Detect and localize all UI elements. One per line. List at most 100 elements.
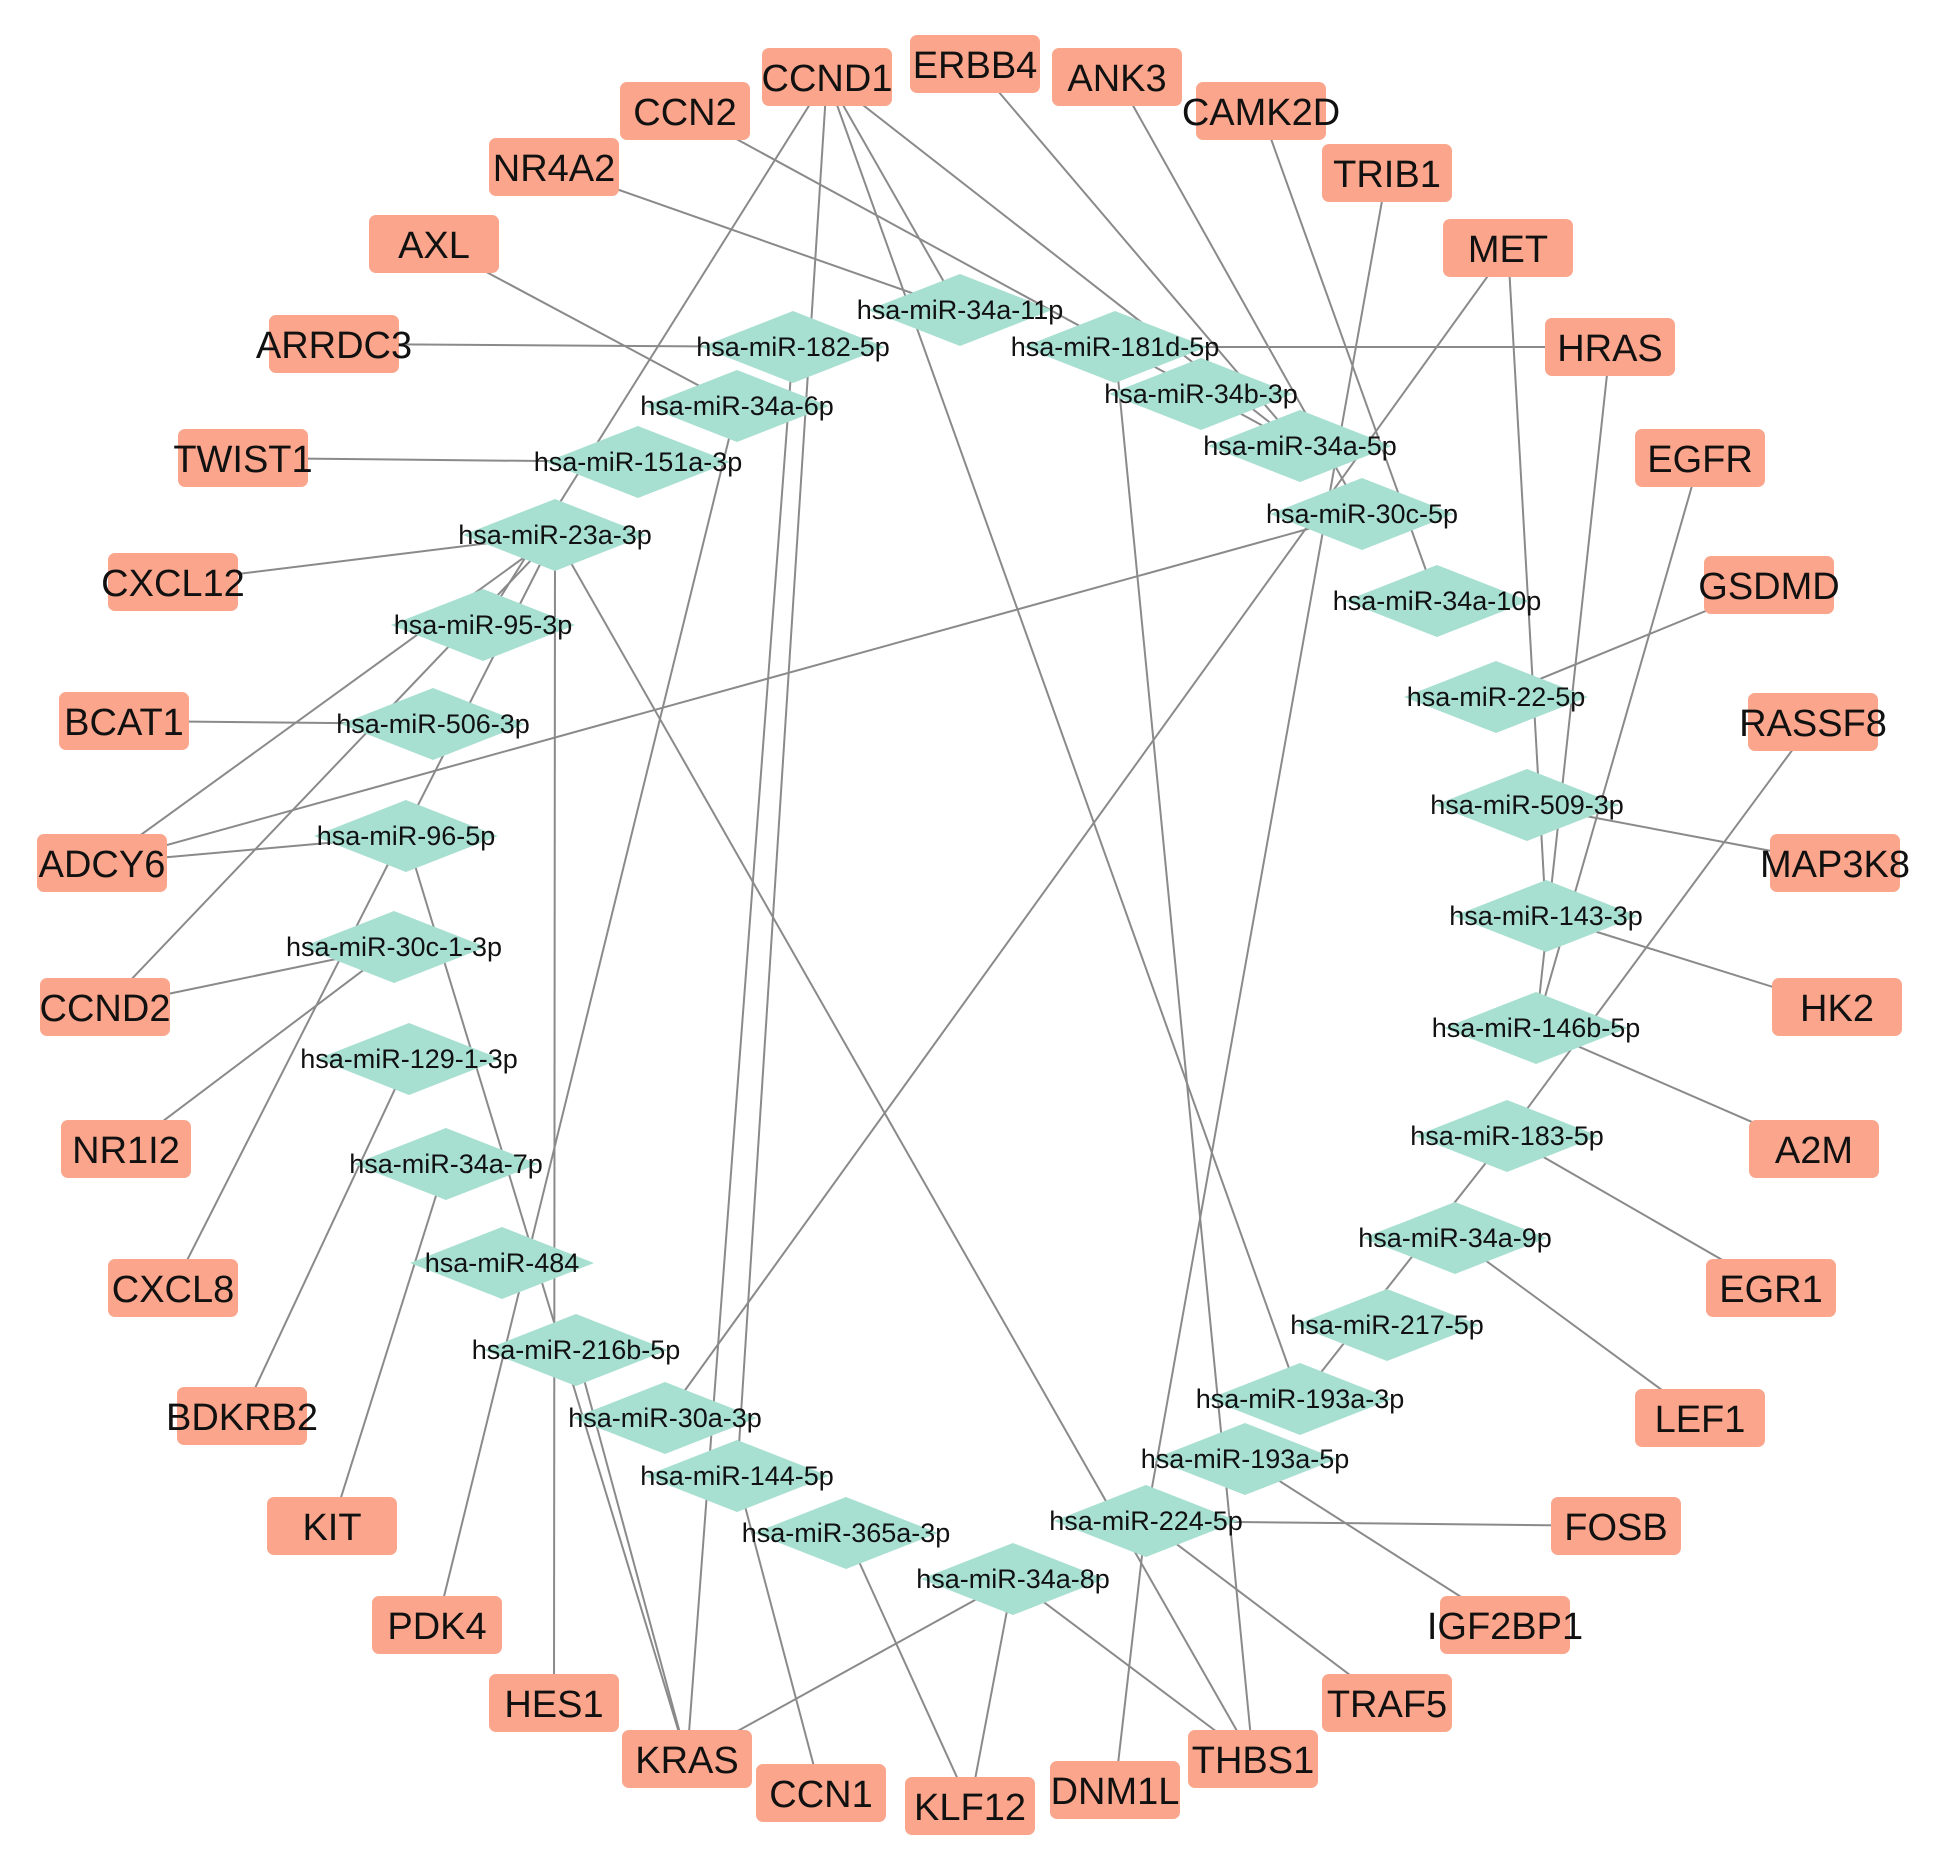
gene-box-shape xyxy=(269,315,399,373)
gene-node[interactable]: MET xyxy=(1443,219,1573,277)
gene-node[interactable]: KLF12 xyxy=(905,1777,1035,1835)
mirna-node[interactable]: hsa-miR-22-5p xyxy=(1404,661,1588,733)
gene-node[interactable]: KRAS xyxy=(622,1730,752,1788)
mirna-node[interactable]: hsa-miR-183-5p xyxy=(1410,1100,1604,1172)
gene-label: LEF1 xyxy=(1655,1399,1746,1441)
mirna-node[interactable]: hsa-miR-96-5p xyxy=(314,800,498,872)
gene-node[interactable]: THBS1 xyxy=(1188,1730,1318,1788)
gene-node[interactable]: HK2 xyxy=(1772,978,1902,1036)
gene-node[interactable]: EGFR xyxy=(1635,429,1765,487)
gene-node[interactable]: ARRDC3 xyxy=(256,315,412,373)
gene-node[interactable]: HES1 xyxy=(489,1674,619,1732)
gene-label: CAMK2D xyxy=(1182,92,1340,134)
mirna-label: hsa-miR-30a-3p xyxy=(568,1403,762,1433)
gene-node[interactable]: CCN1 xyxy=(756,1764,886,1822)
gene-node[interactable]: BCAT1 xyxy=(59,692,189,750)
gene-node[interactable]: PDK4 xyxy=(372,1596,502,1654)
mirna-node[interactable]: hsa-miR-217-5p xyxy=(1290,1289,1484,1361)
gene-node[interactable]: IGF2BP1 xyxy=(1427,1596,1583,1654)
mirna-node[interactable]: hsa-miR-509-3p xyxy=(1430,769,1624,841)
gene-node[interactable]: ERBB4 xyxy=(910,35,1040,93)
mirna-node[interactable]: hsa-miR-30c-1-3p xyxy=(286,911,502,983)
mirna-node[interactable]: hsa-miR-23a-3p xyxy=(458,499,652,571)
gene-label: DNM1L xyxy=(1051,1771,1180,1813)
mirna-node[interactable]: hsa-miR-34a-6p xyxy=(640,370,834,442)
mirna-label: hsa-miR-95-3p xyxy=(394,610,573,640)
gene-node[interactable]: CCN2 xyxy=(620,82,750,140)
gene-node[interactable]: TWIST1 xyxy=(173,429,313,487)
mirna-node[interactable]: hsa-miR-484 xyxy=(410,1227,594,1299)
gene-node[interactable]: MAP3K8 xyxy=(1760,834,1910,892)
mirna-node[interactable]: hsa-miR-30a-3p xyxy=(568,1382,762,1454)
mirna-node[interactable]: hsa-miR-193a-5p xyxy=(1141,1423,1350,1495)
mirna-node[interactable]: hsa-miR-34a-5p xyxy=(1203,410,1397,482)
mirna-label: hsa-miR-144-5p xyxy=(640,1461,834,1491)
gene-box-shape xyxy=(369,215,499,273)
mirna-node[interactable]: hsa-miR-151a-3p xyxy=(534,426,743,498)
gene-node[interactable]: CAMK2D xyxy=(1182,82,1340,140)
mirna-node[interactable]: hsa-miR-144-5p xyxy=(640,1440,834,1512)
gene-node[interactable]: EGR1 xyxy=(1706,1259,1836,1317)
gene-node[interactable]: HRAS xyxy=(1545,318,1675,376)
mirna-node[interactable]: hsa-miR-34a-7p xyxy=(349,1128,543,1200)
diamond-shape xyxy=(302,911,486,983)
gene-node[interactable]: A2M xyxy=(1749,1120,1879,1178)
gene-node[interactable]: GSDMD xyxy=(1698,556,1840,614)
gene-node[interactable]: TRAF5 xyxy=(1322,1674,1452,1732)
mirna-node[interactable]: hsa-miR-30c-5p xyxy=(1266,478,1458,550)
gene-node[interactable]: CCND2 xyxy=(40,978,171,1036)
gene-node[interactable]: FOSB xyxy=(1551,1497,1681,1555)
gene-node[interactable]: TRIB1 xyxy=(1322,144,1452,202)
mirna-node[interactable]: hsa-miR-34b-3p xyxy=(1104,358,1298,430)
mirna-label: hsa-miR-193a-3p xyxy=(1196,1384,1405,1414)
gene-node[interactable]: NR4A2 xyxy=(489,138,619,196)
gene-node[interactable]: LEF1 xyxy=(1635,1389,1765,1447)
gene-box-shape xyxy=(177,1387,307,1445)
mirna-node[interactable]: hsa-miR-143-3p xyxy=(1449,880,1643,952)
mirna-node[interactable]: hsa-miR-95-3p xyxy=(391,589,575,661)
mirna-node[interactable]: hsa-miR-506-3p xyxy=(336,688,530,760)
mirna-node[interactable]: hsa-miR-365a-3p xyxy=(742,1497,951,1569)
edge-ADCY6-m30c5p xyxy=(101,513,1363,864)
edge-TRAF5-m224 xyxy=(1145,1520,1388,1704)
gene-node[interactable]: BDKRB2 xyxy=(166,1387,318,1445)
mirna-node[interactable]: hsa-miR-193a-3p xyxy=(1196,1363,1405,1435)
mirna-node[interactable]: hsa-miR-34a-9p xyxy=(1358,1202,1552,1274)
gene-node[interactable]: DNM1L xyxy=(1050,1761,1180,1819)
gene-box-shape xyxy=(372,1596,502,1654)
mirna-node[interactable]: hsa-miR-216b-5p xyxy=(472,1314,681,1386)
mirna-node[interactable]: hsa-miR-129-1-3p xyxy=(300,1023,518,1095)
mirna-node[interactable]: hsa-miR-146b-5p xyxy=(1432,992,1641,1064)
mirna-node[interactable]: hsa-miR-181d-5p xyxy=(1011,311,1220,383)
mirna-node[interactable]: hsa-miR-34a-11p xyxy=(857,274,1064,346)
gene-label: GSDMD xyxy=(1698,566,1839,608)
edge-TRIB1-m224 xyxy=(1145,172,1388,1522)
diamond-shape xyxy=(1023,311,1207,383)
mirna-label: hsa-miR-484 xyxy=(425,1248,580,1278)
mirna-label: hsa-miR-34a-11p xyxy=(857,295,1064,325)
gene-node[interactable]: ANK3 xyxy=(1052,48,1182,106)
gene-node[interactable]: CXCL12 xyxy=(101,553,245,611)
gene-box-shape xyxy=(1322,144,1452,202)
edge-KIT-m34a7p xyxy=(331,1163,447,1527)
gene-node[interactable]: NR1I2 xyxy=(61,1120,191,1178)
gene-box-shape xyxy=(910,35,1040,93)
edge-PDK4-m34a6p xyxy=(436,405,738,1626)
mirna-node[interactable]: hsa-miR-34a-8p xyxy=(916,1543,1110,1615)
gene-box-shape xyxy=(59,692,189,750)
diamond-shape xyxy=(354,1128,538,1200)
gene-label: TRIB1 xyxy=(1333,154,1441,196)
gene-node[interactable]: KIT xyxy=(267,1497,397,1555)
gene-node[interactable]: RASSF8 xyxy=(1739,693,1887,751)
gene-node[interactable]: CXCL8 xyxy=(108,1259,238,1317)
gene-node[interactable]: CCND1 xyxy=(762,48,893,106)
mirna-node[interactable]: hsa-miR-34a-10p xyxy=(1333,565,1542,637)
mirna-node[interactable]: hsa-miR-182-5p xyxy=(696,311,890,383)
mirna-node[interactable]: hsa-miR-224-5p xyxy=(1049,1485,1243,1557)
edge-HES1-m23a xyxy=(553,534,556,1704)
gene-node[interactable]: AXL xyxy=(369,215,499,273)
edge-NR1I2-m30c13p xyxy=(125,946,395,1150)
gene-label: CXCL12 xyxy=(101,563,245,605)
diamond-shape xyxy=(1404,661,1588,733)
gene-node[interactable]: ADCY6 xyxy=(37,834,167,892)
